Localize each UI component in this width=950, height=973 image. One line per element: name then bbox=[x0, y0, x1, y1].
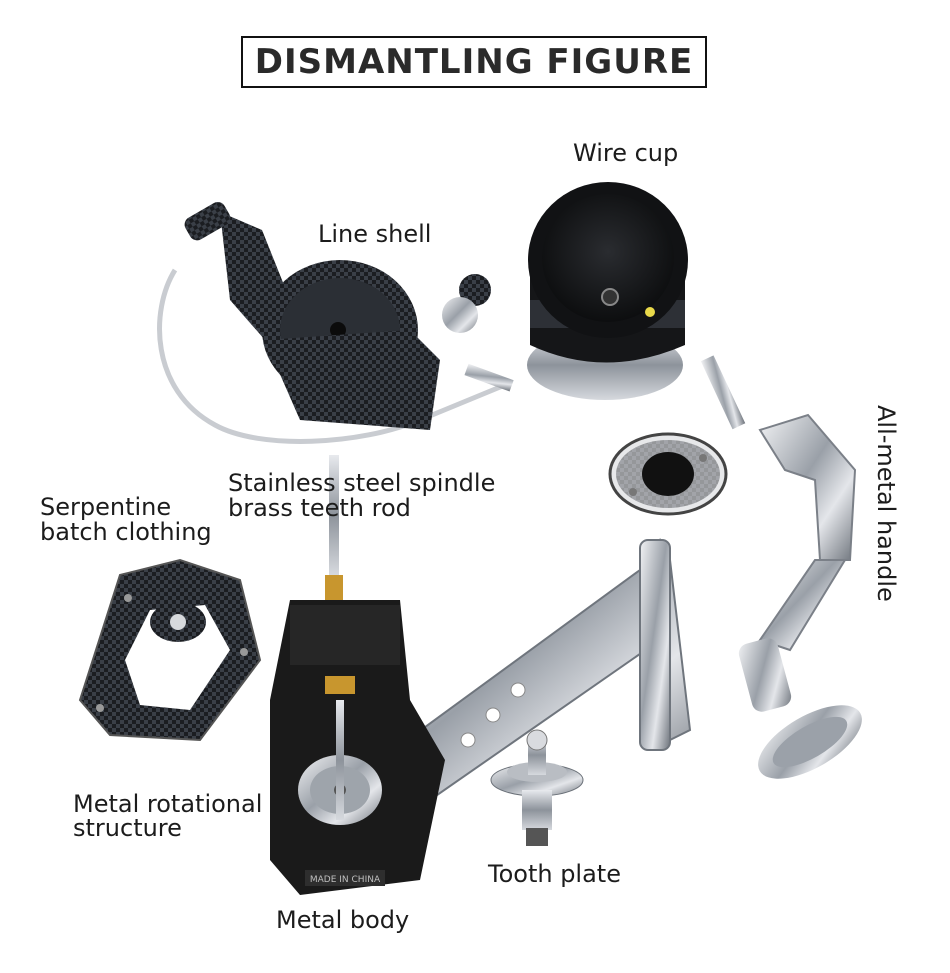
label-line-shell: Line shell bbox=[318, 220, 432, 248]
bearing-cover-part bbox=[608, 432, 728, 516]
label-spindle-line2: brass teeth rod bbox=[228, 494, 411, 522]
label-serpentine-line2: batch clothing bbox=[40, 518, 212, 546]
page-title: DISMANTLING FIGURE bbox=[254, 42, 694, 82]
spindle-rod-part bbox=[325, 455, 343, 605]
label-metal-rotational-line2: structure bbox=[73, 814, 182, 842]
label-metal-rotational-line1: Metal rotational bbox=[73, 790, 263, 818]
label-serpentine-line1: Serpentine bbox=[40, 493, 172, 521]
all-metal-handle-part bbox=[700, 355, 862, 779]
serpentine-cover-part bbox=[78, 558, 262, 742]
label-all-metal-handle: All-metal handle bbox=[872, 405, 900, 602]
metal-body-part: MADE IN CHINA bbox=[270, 538, 692, 895]
label-spindle-line1: Stainless steel spindle bbox=[228, 469, 496, 497]
label-tooth-plate: Tooth plate bbox=[488, 860, 621, 888]
label-wire-cup: Wire cup bbox=[573, 139, 679, 167]
line-shell-part bbox=[157, 202, 514, 444]
wire-cup-part bbox=[527, 182, 688, 400]
made-in-china-text: MADE IN CHINA bbox=[310, 875, 381, 885]
tooth-plate-part bbox=[490, 729, 584, 846]
label-metal-body: Metal body bbox=[276, 906, 410, 934]
title-box: DISMANTLING FIGURE bbox=[241, 36, 707, 88]
